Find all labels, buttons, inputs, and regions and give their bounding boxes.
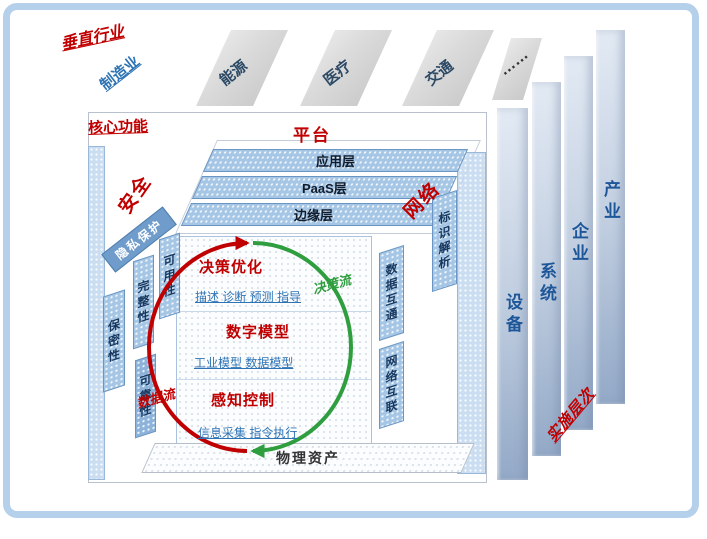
function-model-subtitle: 工业模型 数据模型 [194, 356, 294, 370]
decision-flow-arrow [250, 241, 353, 459]
floor-divider-2 [177, 379, 371, 380]
level-device-label: 设备 [503, 293, 522, 337]
platform-label: 平台 [293, 126, 331, 145]
function-perception-subtitle: 信息采集 指令执行 [198, 426, 298, 440]
function-decision-subtitle: 描述 诊断 预测 指导 [195, 290, 302, 304]
level-system-label: 系统 [537, 262, 556, 306]
level-enterprise-label: 企业 [569, 222, 588, 266]
level-bar-device: 设备 [497, 108, 528, 480]
cube-right-wall [457, 152, 486, 474]
function-model-title: 数字模型 [226, 324, 291, 341]
floor-divider-1 [177, 311, 371, 312]
core-functions-title: 核心功能 [87, 117, 149, 138]
level-industry-label: 产业 [601, 180, 620, 224]
level-bar-system: 系统 [532, 82, 561, 456]
level-bar-industry: 产业 [596, 30, 625, 404]
level-bar-enterprise: 企业 [564, 56, 593, 430]
cube-front-face [176, 236, 372, 444]
data-flow-arrow [147, 235, 250, 453]
cube-left-wall [88, 146, 105, 480]
function-decision-title: 决策优化 [199, 259, 264, 276]
function-perception-title: 感知控制 [211, 392, 276, 409]
